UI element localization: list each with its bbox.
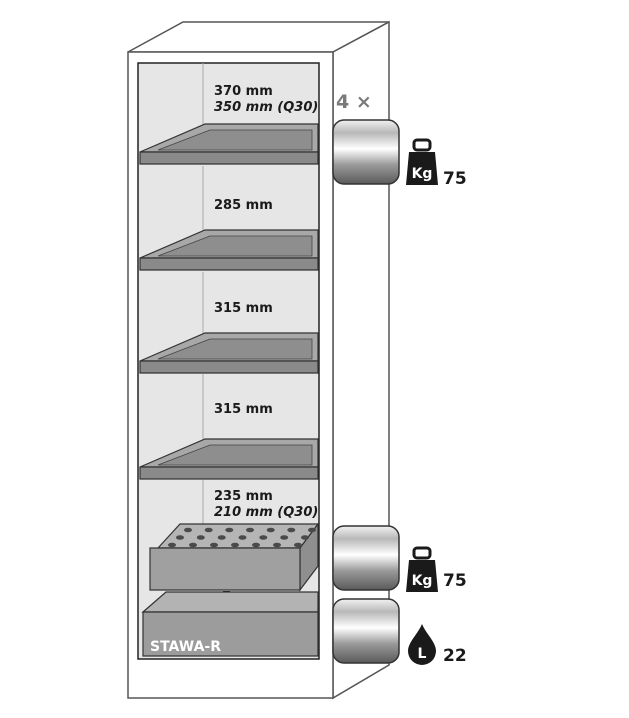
bottom-sump [141,591,319,657]
perforation-hole [225,527,234,533]
perforation-hole [231,542,239,548]
perforation-hole [246,527,254,533]
perforated-insert [149,522,320,592]
shelf-1 [139,123,319,165]
perforation-hole [238,535,247,540]
perforation-hole [308,527,316,533]
compartment-3-height: 315 mm [214,301,273,316]
liter-drop-icon: L [408,624,436,665]
perforation-hole [273,542,281,548]
perforation-hole [168,542,176,548]
shelf-load-value: 75 [443,169,467,189]
shelf-roller-icon [332,119,400,185]
insert-roller-icon [332,525,400,591]
perforation-hole [301,535,309,540]
compartment-1-height: 370 mm [214,84,273,99]
perforation-hole [280,535,289,540]
kg-weight-icon: Kg [406,138,438,185]
sump-name: STAWA-R [150,639,221,655]
perforation-hole [210,542,218,548]
compartment-4-height: 315 mm [214,402,273,417]
perforation-hole [252,542,260,548]
shelf-load-icon-text: Kg [412,166,433,182]
perforation-hole [217,535,226,540]
perforation-hole [259,535,268,540]
shelf-4 [139,438,319,480]
perforation-hole [266,527,275,533]
shelf-3 [139,332,319,374]
compartment-labels: 370 mm 350 mm (Q30) 285 mm 315 mm 315 mm… [214,84,318,520]
shelf-quantity: 4 × [336,91,372,113]
sump-volume-value: 22 [443,646,467,666]
sump-roller-icon [332,598,400,664]
perforation-hole [287,527,296,533]
compartment-1-alt-height: 350 mm (Q30) [214,100,318,115]
compartment-2-height: 285 mm [214,198,273,213]
kg-weight-icon: Kg [406,546,438,592]
perforation-hole [204,527,213,533]
sump-volume-icon-text: L [418,646,427,662]
perforation-hole [196,535,205,540]
compartment-5-alt-height: 210 mm (Q30) [214,505,318,520]
compartment-5-height: 235 mm [214,489,273,504]
insert-load-icon-text: Kg [412,573,433,589]
perforation-hole [294,542,302,548]
shelf-2 [139,229,319,271]
perforation-hole [176,535,184,540]
perforation-hole [184,527,192,533]
perforation-hole [189,542,197,548]
insert-load-value: 75 [443,571,467,591]
